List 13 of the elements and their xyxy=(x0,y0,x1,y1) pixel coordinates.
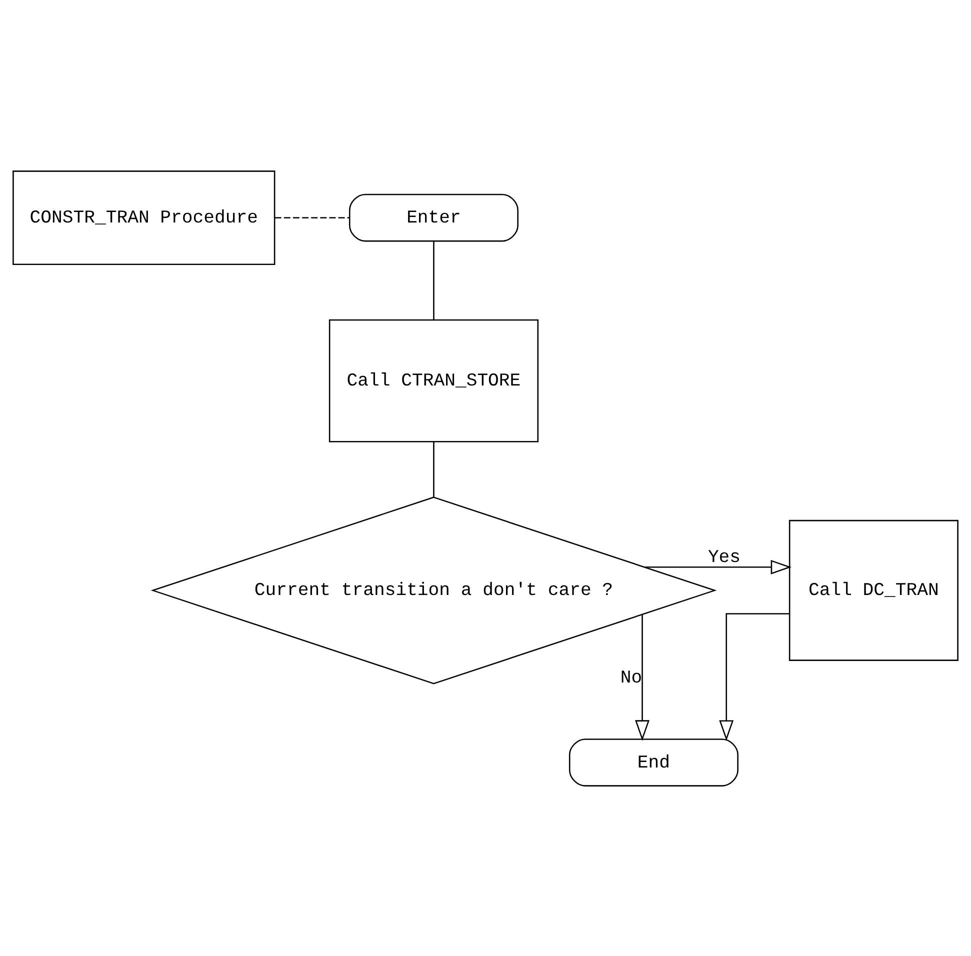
connector xyxy=(433,240,434,320)
node-box: Call CTRAN_STORE xyxy=(328,318,539,442)
edge-label: Yes xyxy=(708,548,741,568)
node-box: CONSTR_TRAN Procedure xyxy=(12,170,276,264)
node-box: End xyxy=(568,738,738,786)
node-box: Enter xyxy=(348,193,518,242)
arrow xyxy=(635,614,650,740)
arrow xyxy=(644,559,792,574)
arrow xyxy=(719,612,790,740)
edge-label: No xyxy=(620,668,642,688)
node-box: Call DC_TRAN xyxy=(788,519,958,660)
connector xyxy=(433,442,434,497)
connector xyxy=(274,216,350,218)
